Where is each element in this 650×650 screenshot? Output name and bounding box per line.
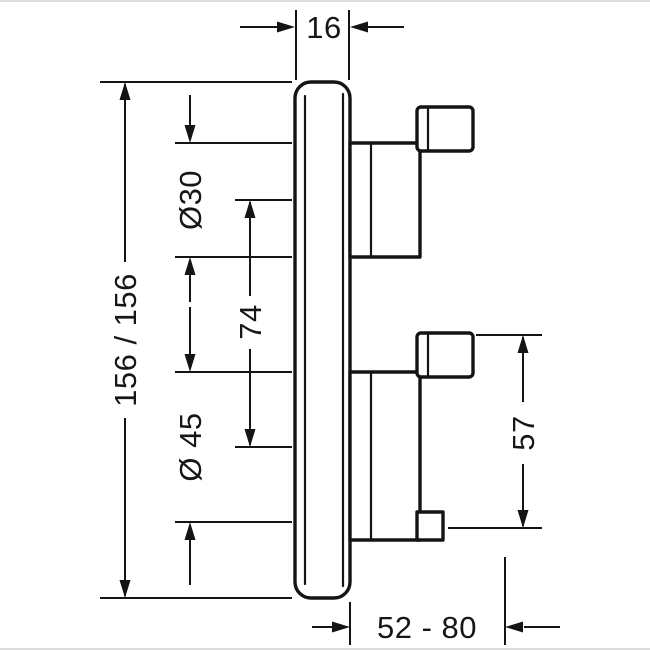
dim-label-plate-thickness: 16 [306,10,341,45]
arrowhead-up [517,335,529,353]
arrowhead-up [184,522,196,540]
arrowhead-down [119,580,131,598]
lower-handle-body [348,370,422,542]
dim-label-install-depth-range: 52 - 80 [377,610,477,645]
dim-lower-handle-height: 57 [448,334,542,529]
dim-overall-height: 156 / 156 [100,81,292,599]
lower-handle-knob [415,331,475,379]
dim-handle-spacing: 74 [233,199,292,448]
upper-handle-body [348,141,422,259]
dim-label-lower-escutcheon-diameter: Ø 45 [173,412,208,481]
dim-upper-handle-diameter: Ø30 [173,95,292,302]
arrowhead-up [119,82,131,100]
arrowhead-down [184,125,196,143]
dim-install-depth-range: 52 - 80 [312,557,560,645]
faceplate-and-handles [293,80,475,600]
dim-label-upper-handle-diameter: Ø30 [173,170,208,230]
arrowhead-up [244,200,256,218]
upper-handle-knob [415,105,475,153]
arrowhead-left [505,621,523,633]
arrowhead-down [184,354,196,372]
dim-plate-thickness: 16 [240,10,404,80]
lower-handle-base-step [415,510,445,542]
arrowhead-right [332,621,350,633]
dim-lower-escutcheon-diameter: Ø 45 [173,307,292,585]
dim-label-handle-spacing: 74 [233,304,268,339]
arrowhead-down [244,429,256,447]
faceplate-side-profile [293,80,352,600]
arrowhead-left [350,21,368,33]
dim-label-lower-handle-height: 57 [506,415,541,450]
arrowhead-down [517,510,529,528]
dim-label-overall-height: 156 / 156 [108,273,143,407]
arrowhead-right [277,21,295,33]
bottom-edge-line [0,648,650,650]
arrowhead-up [184,257,196,275]
top-edge-line [0,0,650,2]
